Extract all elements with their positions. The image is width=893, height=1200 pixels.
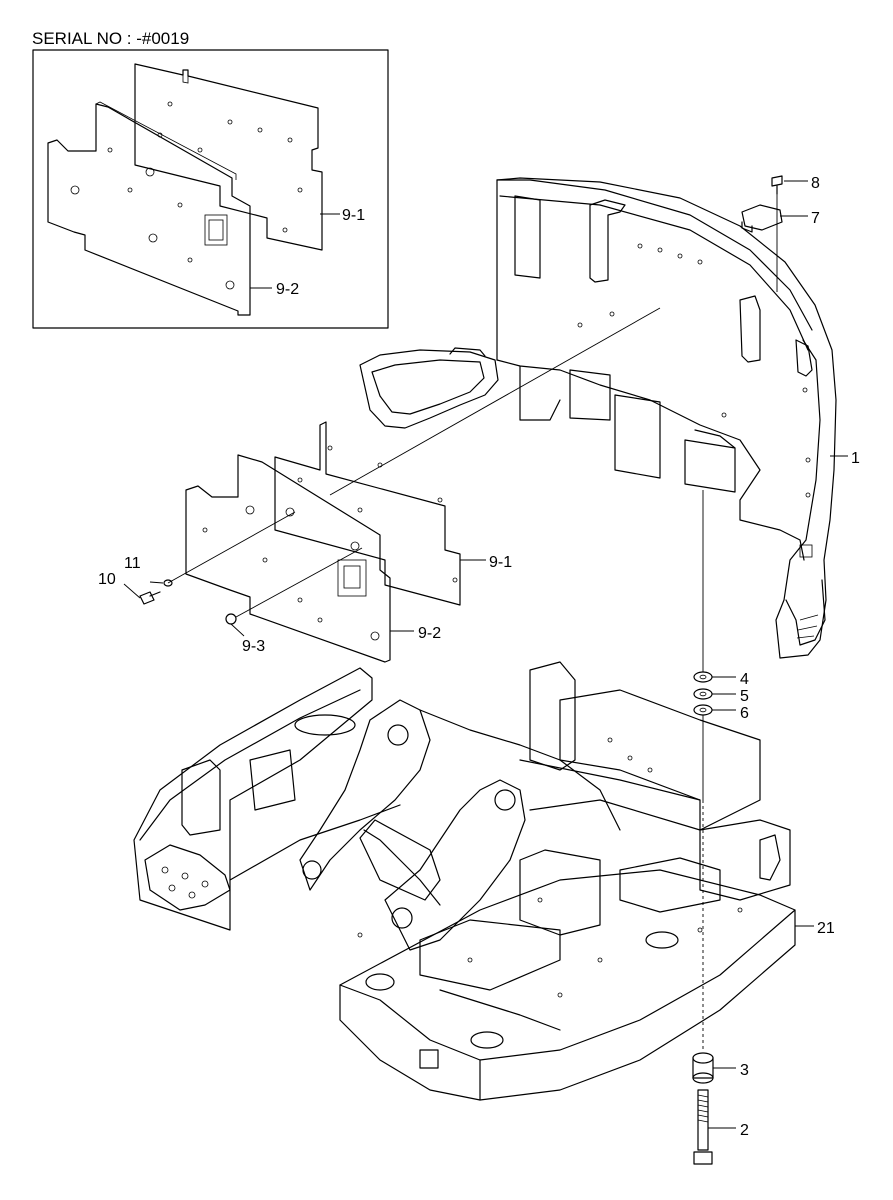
plate-9-2: [185, 454, 391, 663]
callout-4: 4: [740, 671, 749, 688]
callout-2: 2: [740, 1122, 749, 1139]
callout-8: 8: [811, 175, 820, 192]
part-9-3-grommet: [225, 613, 237, 625]
part-21-main-frame: [133, 661, 796, 1101]
part-6-washer: [693, 704, 713, 716]
callout-inset-9-2: 9-2: [276, 281, 299, 298]
part-5-washer: [693, 688, 713, 700]
assembly-line-9-3: [235, 547, 363, 618]
part-10-bolt: [139, 591, 161, 605]
part-11-washer: [163, 579, 173, 587]
part-7-cover-plate: [741, 204, 783, 233]
callout-3: 3: [740, 1062, 749, 1079]
callout-plate-9-2: 9-2: [418, 625, 441, 642]
part-8-bolt: [771, 175, 783, 195]
leader-11: [149, 581, 164, 584]
callout-9-3: 9-3: [242, 638, 265, 655]
part-2-long-bolt: [693, 1089, 713, 1165]
inset-plate-9-2: [47, 101, 251, 316]
assembly-line-plate: [329, 307, 661, 496]
callout-10: 10: [98, 571, 116, 588]
part-3-spacer: [692, 1052, 714, 1084]
callout-inset-9-1: 9-1: [342, 207, 365, 224]
callout-21: 21: [817, 920, 835, 937]
leader-9-3: [230, 623, 245, 637]
inset-detail-box: 9-1 9-2: [32, 49, 389, 329]
callout-plate-9-1: 9-1: [489, 554, 512, 571]
part-4-washer: [693, 671, 713, 683]
leader-10: [123, 583, 141, 599]
assembly-line-11: [167, 511, 296, 584]
callout-1: 1: [851, 450, 860, 467]
callout-7: 7: [811, 210, 820, 227]
callout-6: 6: [740, 705, 749, 722]
plate-9-1: [274, 421, 461, 606]
callout-11: 11: [124, 555, 141, 572]
serial-number-note: SERIAL NO : -#0019: [32, 29, 189, 48]
inset-plate-9-1: [134, 63, 323, 251]
part-1-rear-frame: [359, 177, 837, 659]
callout-5: 5: [740, 688, 749, 705]
